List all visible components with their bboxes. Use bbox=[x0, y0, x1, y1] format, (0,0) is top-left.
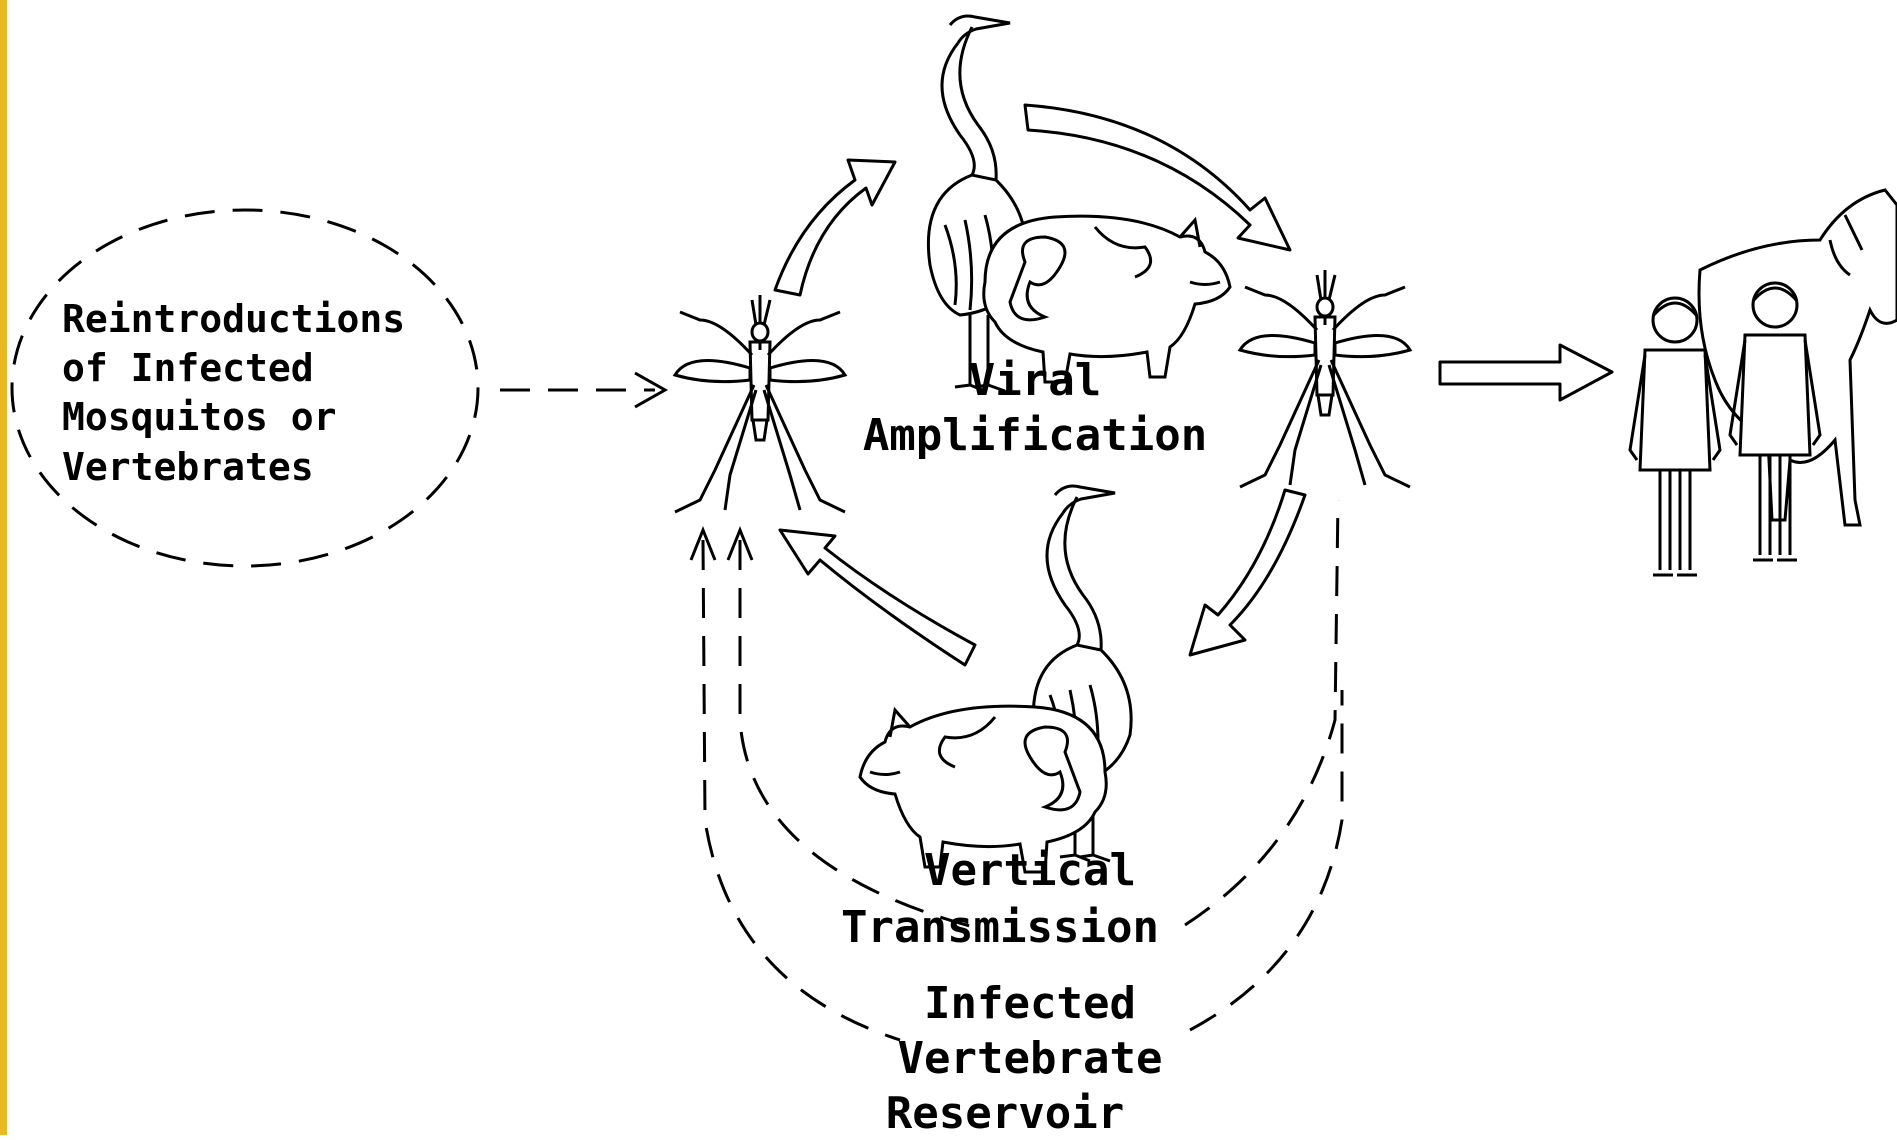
left-border bbox=[0, 0, 7, 1135]
cycle-arrow-down-right bbox=[1190, 490, 1305, 655]
cycle-arrow-up-left-bottom bbox=[780, 530, 975, 665]
spillover-arrow bbox=[1440, 345, 1612, 400]
mosquito-icon bbox=[675, 295, 845, 512]
reservoir-line-3: Reservoir bbox=[886, 1088, 1124, 1135]
reservoir-line-1: Infected bbox=[924, 978, 1136, 1029]
cycle-arrow-up-left bbox=[775, 160, 895, 295]
vertical-transmission-line-2: Transmission bbox=[841, 902, 1159, 953]
vertical-transmission-line-1: Vertical bbox=[924, 845, 1136, 896]
reintroductions-line-1: Reintroductions bbox=[62, 297, 405, 341]
reintroductions-line-3: Mosquitos or bbox=[62, 395, 337, 439]
reintroductions-line-4: Vertebrates bbox=[62, 445, 314, 489]
reintroduction-arrow bbox=[500, 373, 665, 407]
reintroductions-node: Reintroductions of Infected Mosquitos or… bbox=[12, 210, 478, 566]
reservoir-line-2: Vertebrate bbox=[898, 1033, 1163, 1084]
viral-label-line-2: Amplification bbox=[863, 410, 1207, 461]
mosquito-icon bbox=[1240, 270, 1410, 487]
viral-label-line-1: Viral bbox=[969, 355, 1101, 406]
reintroductions-line-2: of Infected bbox=[62, 346, 314, 390]
